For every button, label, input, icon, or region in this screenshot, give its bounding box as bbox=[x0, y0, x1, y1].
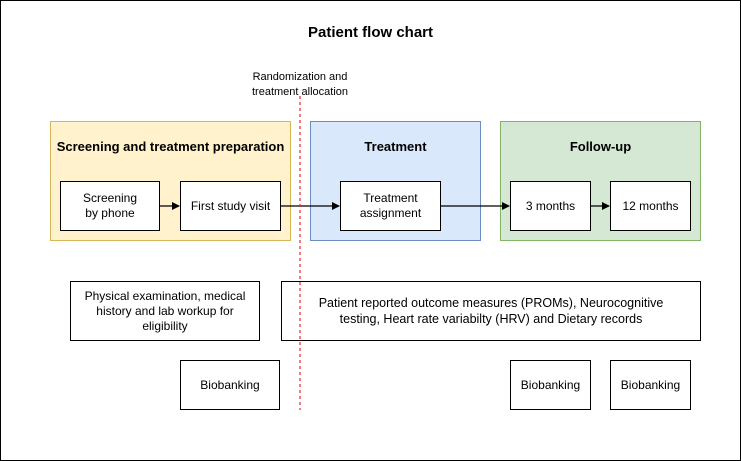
phase-treatment-title: Treatment bbox=[364, 139, 427, 154]
step-3-months: 3 months bbox=[510, 181, 591, 231]
note-proms: Patient reported outcome measures (PROMs… bbox=[281, 281, 701, 341]
phase-screening-title: Screening and treatment preparation bbox=[56, 139, 285, 154]
randomization-label-line-2: treatment allocation bbox=[252, 86, 348, 98]
step-screening-by-phone: Screening by phone bbox=[60, 181, 160, 231]
randomization-label: Randomization and treatment allocation bbox=[230, 70, 370, 100]
diagram-title: Patient flow chart bbox=[307, 24, 434, 41]
biobanking-3-months: Biobanking bbox=[510, 360, 591, 410]
biobanking-screening: Biobanking bbox=[180, 360, 280, 410]
note-physical-examination: Physical examination, medical history an… bbox=[70, 281, 260, 341]
step-first-study-visit: First study visit bbox=[180, 181, 281, 231]
biobanking-12-months: Biobanking bbox=[610, 360, 691, 410]
phase-followup-title: Follow-up bbox=[569, 139, 632, 154]
randomization-label-line-1: Randomization and bbox=[252, 71, 348, 83]
step-12-months: 12 months bbox=[610, 181, 691, 231]
step-treatment-assignment: Treatment assignment bbox=[340, 181, 441, 231]
